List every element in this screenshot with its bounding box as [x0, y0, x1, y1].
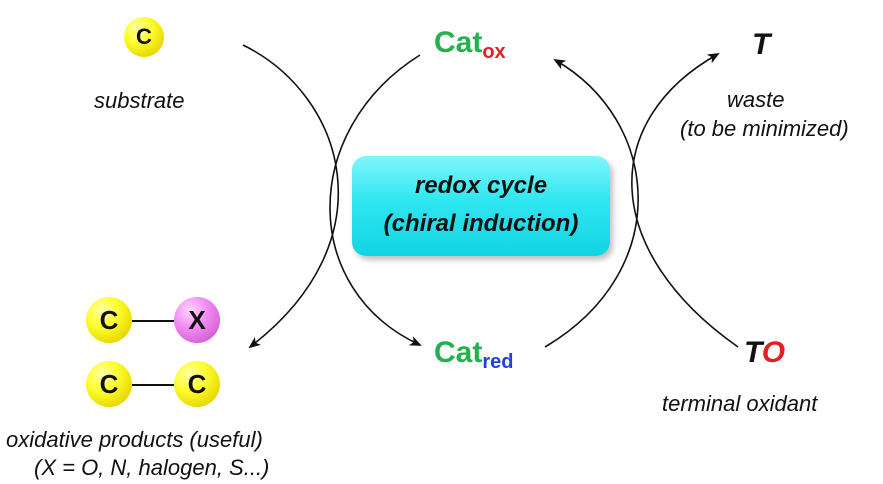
oxidant-to-waste-arrow	[631, 53, 739, 348]
oxidant-label: terminal oxidant	[662, 391, 818, 416]
substrate-carbon-ball: C	[124, 17, 164, 57]
product-x-ball: X	[174, 297, 220, 343]
catred-to-catox-arrow	[544, 59, 639, 348]
product-atom-c2: C	[99, 368, 119, 399]
products-note: (X = O, N, halogen, S...)	[34, 455, 270, 480]
catox-to-catred-arrow	[329, 54, 422, 346]
catalyst-red-base: Cat	[434, 336, 483, 369]
products-label: oxidative products (useful)	[6, 427, 263, 452]
product-carbon-ball-1: C	[86, 297, 132, 343]
redox-cycle-box: redox cycle (chiral induction)	[352, 156, 610, 256]
product-atom-c3: C	[187, 368, 207, 399]
waste-note: (to be minimized)	[680, 116, 849, 141]
product-atom-x: X	[188, 304, 206, 335]
catalyst-ox-base: Cat	[434, 26, 483, 59]
product-carbon-ball-3: C	[174, 361, 220, 407]
oxidant-t: T	[744, 336, 762, 369]
substrate-label: substrate	[94, 88, 185, 113]
catalyst-reduced: Catred	[434, 336, 513, 374]
oxidant-symbol: TO	[744, 336, 785, 370]
product-bond-1	[132, 320, 174, 322]
catalyst-red-sub: red	[482, 351, 514, 373]
waste-symbol: T	[752, 28, 771, 61]
chiral-induction-label: (chiral induction)	[383, 210, 579, 237]
catalyst-oxidized: Catox	[434, 26, 506, 64]
product-carbon-ball-2: C	[86, 361, 132, 407]
catalyst-ox-sub: ox	[482, 41, 506, 63]
redox-cycle-title: redox cycle	[414, 172, 548, 199]
substrate-to-products-arrow	[242, 44, 340, 349]
waste-label: waste	[727, 87, 785, 112]
product-atom-c1: C	[99, 304, 119, 335]
product-bond-2	[132, 384, 174, 386]
substrate-atom-label: C	[136, 24, 152, 49]
oxidant-o: O	[761, 336, 786, 369]
